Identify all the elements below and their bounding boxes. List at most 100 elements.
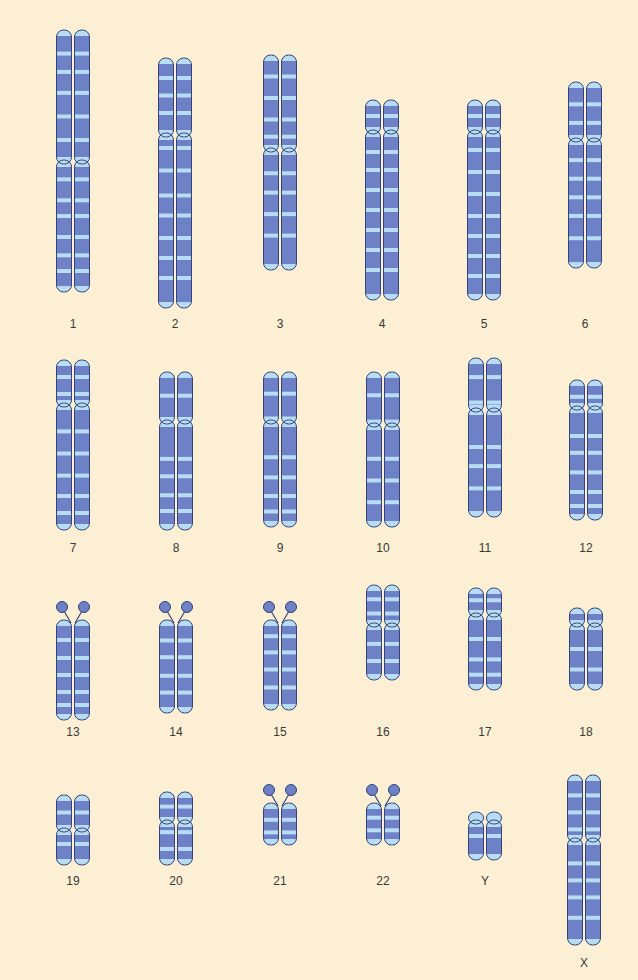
band <box>53 511 93 515</box>
band <box>53 91 93 95</box>
chromatid-fill <box>566 606 606 692</box>
chromatid-outline <box>75 30 90 164</box>
band <box>156 417 196 421</box>
band <box>155 111 195 115</box>
chromosome <box>465 810 505 862</box>
band <box>566 434 606 438</box>
chromatid-pair <box>363 370 403 529</box>
band <box>53 842 93 846</box>
chromatid-outline <box>587 82 602 142</box>
band <box>53 269 93 273</box>
chromatid-outline <box>177 58 192 137</box>
band <box>362 228 402 232</box>
band <box>464 214 504 218</box>
chromatid-outline <box>282 420 297 527</box>
chromosome-number: 19 <box>53 874 93 888</box>
chromatid-outline <box>75 160 90 292</box>
chromatid-pair <box>363 801 403 847</box>
chromatid-outline <box>75 828 90 865</box>
chromatid-fill <box>363 801 403 847</box>
chromatid-outline <box>159 133 174 308</box>
satellite <box>367 785 378 796</box>
band <box>156 638 196 642</box>
band <box>53 253 93 257</box>
chromosome-number: X <box>564 956 604 970</box>
band <box>464 114 504 118</box>
chromatid-fill <box>465 356 505 519</box>
chromatid-outline <box>487 358 502 412</box>
satellite-stalk <box>271 794 278 806</box>
chromatid-outline <box>160 620 175 713</box>
chromatid-outline <box>57 828 72 865</box>
chromosome-number: 6 <box>565 317 605 331</box>
chromosome-number: 22 <box>363 874 403 888</box>
chromosome <box>156 370 196 532</box>
satellite <box>182 602 193 613</box>
band <box>260 494 300 498</box>
chromatid-pair <box>53 28 93 294</box>
chromosome-number: 20 <box>156 874 196 888</box>
band <box>260 634 300 638</box>
chromatid-outline <box>264 148 279 270</box>
band <box>53 392 93 396</box>
band <box>465 486 505 490</box>
chromosome <box>465 586 505 692</box>
band <box>53 235 93 239</box>
chromatid-outline <box>570 623 585 690</box>
chromatid-outline <box>588 608 603 627</box>
satellite <box>264 785 275 796</box>
band <box>53 811 93 815</box>
chromatid-outline <box>468 130 483 300</box>
band <box>566 470 606 474</box>
chromatid-outline <box>469 613 484 690</box>
band <box>260 392 300 396</box>
satellite-stalk <box>282 611 289 623</box>
band <box>53 375 93 379</box>
chromatid-outline <box>586 775 601 842</box>
band <box>363 659 403 663</box>
chromosome <box>362 98 402 302</box>
chromosome-number: 5 <box>464 317 504 331</box>
band <box>53 138 93 142</box>
chromosome-number: 3 <box>260 317 300 331</box>
chromatid-outline <box>384 100 399 134</box>
chromatid-fill <box>362 98 402 302</box>
chromatid-fill <box>53 28 93 294</box>
band <box>156 830 196 834</box>
chromatid-fill <box>363 370 403 529</box>
chromosome-number: 15 <box>260 725 300 739</box>
band <box>53 214 93 218</box>
band <box>260 510 300 514</box>
band <box>53 690 93 694</box>
chromatid-outline <box>587 138 602 268</box>
chromosome <box>564 773 604 947</box>
chromatid-outline <box>57 360 72 407</box>
chromosome <box>565 80 605 270</box>
chromosome-number: 10 <box>363 541 403 555</box>
chromatid-pair <box>564 773 604 947</box>
chromosome-set <box>53 28 606 947</box>
chromosome-number: 13 <box>53 725 93 739</box>
band <box>363 642 403 646</box>
chromatid-outline <box>282 620 297 710</box>
chromosome-number: 17 <box>465 725 505 739</box>
band <box>155 146 195 150</box>
band <box>156 674 196 678</box>
band <box>464 274 504 278</box>
band <box>564 827 604 831</box>
band <box>362 248 402 252</box>
band <box>156 493 196 497</box>
chromatid-outline <box>385 803 400 845</box>
chromatid-fill <box>363 583 403 682</box>
band <box>565 177 605 181</box>
chromosome-number: 14 <box>156 725 196 739</box>
chromosome <box>566 606 606 692</box>
chromatid-outline <box>469 358 484 412</box>
band <box>362 188 402 192</box>
chromatid-fill <box>53 358 93 532</box>
chromatid-pair <box>53 358 93 532</box>
chromatid-outline <box>178 620 193 713</box>
band <box>566 647 606 651</box>
band <box>260 75 300 79</box>
